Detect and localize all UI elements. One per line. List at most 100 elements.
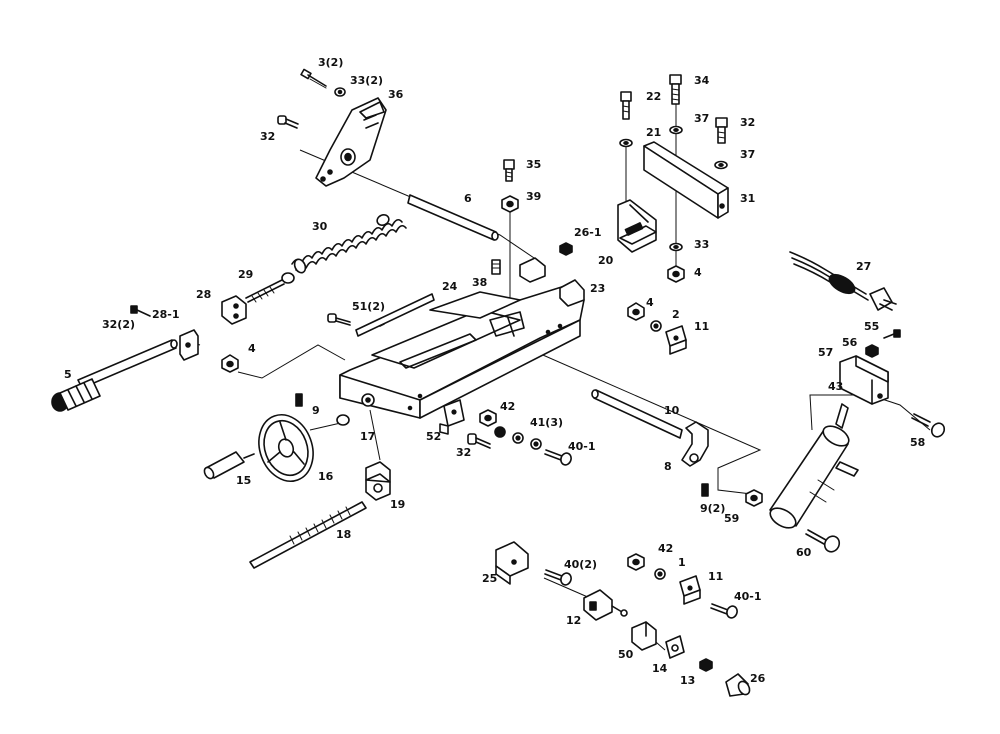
part-knob-26 [725, 673, 751, 697]
part-screw-40-2 [544, 569, 572, 586]
callout-51-2: 51(2) [352, 300, 385, 313]
part-eye-bolt-29 [245, 272, 295, 303]
part-screw-9-a [295, 393, 303, 407]
callout-36: 36 [388, 88, 404, 101]
callout-4-c: 4 [646, 296, 654, 309]
part-nut-56 [865, 344, 879, 358]
part-nut-13 [699, 658, 713, 672]
callout-40-2: 40(2) [564, 558, 597, 571]
part-power-cord-27 [789, 251, 897, 311]
callout-27: 27 [856, 260, 871, 273]
callout-34: 34 [694, 74, 710, 87]
callout-37-a: 37 [694, 112, 709, 125]
callout-20: 20 [598, 254, 614, 267]
part-washers-41 [494, 426, 542, 450]
part-shaft-10 [591, 389, 683, 439]
part-washer-37-a [669, 125, 683, 135]
part-bolt-22 [620, 91, 632, 120]
part-bolt-32-b [715, 117, 728, 144]
part-washer-2 [650, 320, 662, 332]
callout-60: 60 [796, 546, 812, 559]
callout-38: 38 [472, 276, 487, 289]
part-bracket-50 [631, 621, 657, 651]
callout-32-c: 32 [456, 446, 471, 459]
part-nut-26-1 [559, 242, 573, 256]
part-screw-3 [300, 68, 327, 89]
part-washer-21 [619, 138, 633, 148]
part-bracket-52 [439, 399, 465, 435]
callout-40-1-a: 40-1 [568, 440, 596, 453]
callout-29: 29 [238, 268, 253, 281]
callout-32-a: 32 [260, 130, 275, 143]
part-washer-1 [654, 568, 666, 580]
callout-28: 28 [196, 288, 211, 301]
part-nut-39 [501, 195, 519, 213]
callout-24: 24 [442, 280, 458, 293]
callout-30: 30 [312, 220, 328, 233]
part-washer-33-b [669, 242, 683, 252]
part-bracket-28-1 [179, 329, 199, 361]
part-washer-14 [665, 635, 685, 659]
part-bolt-40-1-a [544, 449, 572, 466]
part-ring-17 [336, 414, 350, 426]
callout-42-b: 42 [658, 542, 673, 555]
callout-22: 22 [646, 90, 661, 103]
callout-19: 19 [390, 498, 405, 511]
part-nut-59 [745, 489, 763, 507]
part-spring-30 [291, 214, 407, 274]
callout-9-2: 9(2) [700, 502, 725, 515]
part-bracket-28 [221, 295, 247, 325]
callout-50: 50 [618, 648, 634, 661]
part-screw-32-2 [130, 305, 151, 317]
part-bolt-60 [805, 529, 841, 553]
callout-26: 26 [750, 672, 766, 685]
callout-43: 43 [828, 380, 843, 393]
callout-52: 52 [426, 430, 441, 443]
callout-2: 2 [672, 308, 680, 321]
callout-labels: 3(2) 33(2) 36 32 6 35 39 22 21 34 37 32 … [64, 56, 925, 687]
part-block-20 [617, 199, 657, 253]
callout-6: 6 [464, 192, 472, 205]
part-nut-42-b [627, 553, 645, 571]
part-washer-33 [334, 87, 346, 97]
part-bolt-58 [911, 413, 946, 438]
part-bracket-11-b [679, 575, 701, 605]
callout-16: 16 [318, 470, 334, 483]
callout-33: 33 [694, 238, 709, 251]
part-screw-51 [327, 313, 351, 326]
callout-18: 18 [336, 528, 351, 541]
callout-14: 14 [652, 662, 668, 675]
callout-4-b: 4 [248, 342, 256, 355]
part-screw-9-2 [701, 483, 709, 497]
part-nut-4-b [221, 354, 239, 373]
part-bolt-32-c [467, 433, 491, 449]
part-nut-4-a [667, 265, 685, 283]
part-bracket-36 [315, 97, 387, 187]
callout-5: 5 [64, 368, 72, 381]
part-setscrew-38 [491, 259, 501, 275]
part-bolt-40-1-b [710, 603, 738, 619]
part-main-bed-23 [339, 257, 585, 419]
callout-3-2: 3(2) [318, 56, 343, 69]
callout-28-1: 28-1 [152, 308, 180, 321]
part-bolt-34 [669, 74, 682, 105]
callout-26-1: 26-1 [574, 226, 602, 239]
part-coupling-19 [365, 461, 391, 501]
callout-37-b: 37 [740, 148, 755, 161]
part-plate-31 [643, 141, 729, 219]
part-handle-15 [203, 451, 255, 480]
callout-8: 8 [664, 460, 672, 473]
part-switch-bracket-25 [495, 541, 529, 585]
part-rail-24 [355, 293, 435, 337]
part-screw-32-a [277, 115, 299, 129]
part-shaft-6 [407, 194, 499, 241]
callout-11-b: 11 [708, 570, 723, 583]
callout-35: 35 [526, 158, 541, 171]
callout-25: 25 [482, 572, 497, 585]
callout-21: 21 [646, 126, 661, 139]
callout-15: 15 [236, 474, 251, 487]
callout-39: 39 [526, 190, 541, 203]
callout-4-a: 4 [694, 266, 702, 279]
part-handwheel-16 [258, 414, 314, 482]
